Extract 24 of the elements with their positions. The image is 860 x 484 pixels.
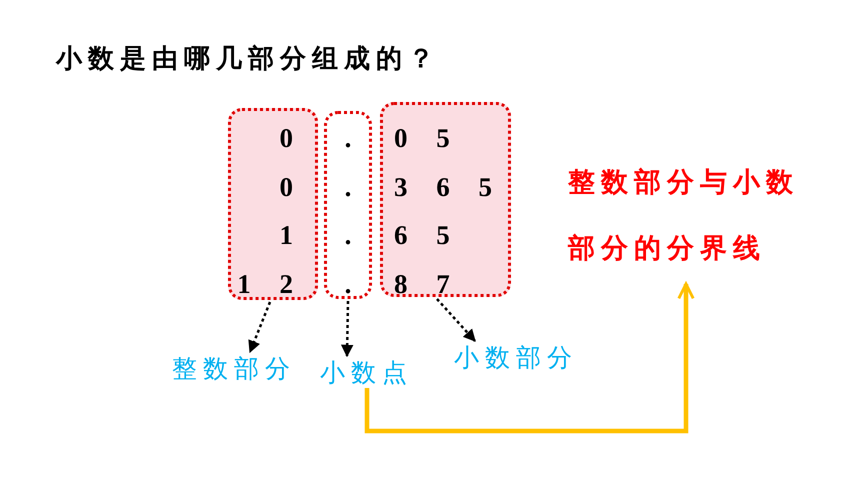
- dotted-arrow: [248, 302, 272, 354]
- dotted-arrow: [340, 300, 354, 358]
- dotted-box: [324, 111, 372, 299]
- digit-row: 0 5: [394, 123, 450, 153]
- digit-row: 3 6 5: [394, 172, 492, 202]
- decimal-point: .: [344, 172, 352, 202]
- digit-row: 8 7: [394, 268, 450, 298]
- label-text: 整数部分: [172, 354, 296, 384]
- digit-row: 0: [280, 123, 293, 153]
- digit-row: 0: [280, 172, 293, 202]
- dotted-box: [228, 108, 318, 300]
- digit-row: 6 5: [394, 220, 450, 250]
- dotted-box: [380, 102, 511, 297]
- label-text: 小数部分: [454, 343, 578, 373]
- dotted-arrow: [436, 298, 476, 342]
- decimal-point: .: [344, 268, 352, 298]
- decimal-point: .: [344, 220, 352, 250]
- connector-arrow: [364, 282, 695, 434]
- question-title: 小数是由哪几部分组成的？: [56, 43, 440, 76]
- digit-row: 1 2: [237, 268, 293, 298]
- note-text: 整数部分与小数部分的分界线: [568, 150, 818, 282]
- decimal-point: .: [344, 123, 352, 153]
- digit-row: 1: [280, 220, 293, 250]
- label-text: 小数点: [320, 358, 413, 388]
